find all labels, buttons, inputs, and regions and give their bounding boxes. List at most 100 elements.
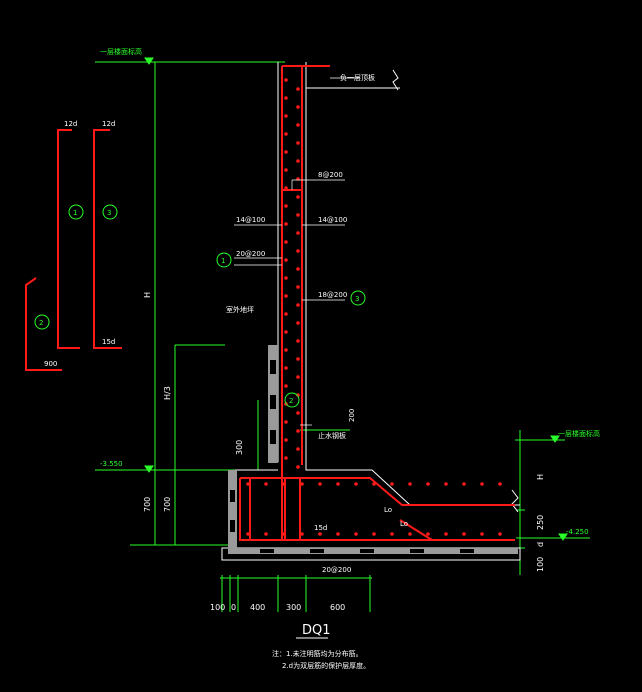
bar2-label: 20@200 bbox=[236, 250, 265, 258]
marker-2-left: 2 bbox=[39, 319, 43, 327]
rebar-dot bbox=[336, 532, 340, 536]
rebar-dot bbox=[284, 222, 288, 226]
rebar-dot bbox=[354, 532, 358, 536]
bar3-label: 14@100 bbox=[318, 216, 347, 224]
dim-700a: 700 bbox=[143, 497, 152, 512]
bar3b-label: 18@200 bbox=[318, 291, 347, 299]
rebar-dot bbox=[284, 132, 288, 136]
rebar-dot bbox=[284, 240, 288, 244]
rebar-dot bbox=[296, 87, 300, 91]
dim-b300: 300 bbox=[286, 603, 301, 612]
rebar-dot bbox=[284, 186, 288, 190]
dim-b400: 400 bbox=[250, 603, 265, 612]
rebar-dot bbox=[296, 357, 300, 361]
rebar-dot bbox=[284, 204, 288, 208]
bar-bottom-label: 20@200 bbox=[322, 566, 351, 574]
rebar-dot bbox=[498, 532, 502, 536]
rebar-dot bbox=[390, 482, 394, 486]
rebar-dot bbox=[284, 114, 288, 118]
rebar-dot bbox=[408, 482, 412, 486]
la2-label: Lo bbox=[400, 520, 408, 528]
rebar-dot bbox=[284, 150, 288, 154]
drawing-title: DQ1 bbox=[302, 623, 331, 638]
rebar-dot bbox=[282, 482, 286, 486]
rebar-dot bbox=[296, 285, 300, 289]
rebar-dot bbox=[336, 482, 340, 486]
rebar-dot bbox=[462, 532, 466, 536]
rebar-dot bbox=[284, 168, 288, 172]
rebar-dot bbox=[426, 482, 430, 486]
rebar-dot bbox=[284, 456, 288, 460]
dim-300: 300 bbox=[235, 440, 244, 455]
rebar-dot bbox=[296, 141, 300, 145]
rebar-dot bbox=[284, 258, 288, 262]
rebar-dot bbox=[296, 231, 300, 235]
waterproof-layer bbox=[228, 345, 518, 554]
rebar-dot bbox=[284, 312, 288, 316]
rebar-dot bbox=[318, 532, 322, 536]
bar1-label: 14@100 bbox=[236, 216, 265, 224]
rebar-dot bbox=[284, 348, 288, 352]
rebar-dot bbox=[284, 438, 288, 442]
rebar-dot bbox=[264, 482, 268, 486]
d15-label: 15d bbox=[102, 338, 115, 346]
note-line-1: 注：1.未注明筋均为分布筋。 bbox=[272, 649, 363, 658]
rebar-dot bbox=[296, 447, 300, 451]
rebar-dot bbox=[408, 532, 412, 536]
rebar-dot bbox=[296, 123, 300, 127]
rebar-dot bbox=[372, 532, 376, 536]
rebar-dot bbox=[284, 330, 288, 334]
marker-3-wall: 3 bbox=[355, 295, 359, 303]
rebar-dot bbox=[300, 482, 304, 486]
left-level-label: -3.550 bbox=[100, 460, 123, 468]
rebar-dot bbox=[284, 294, 288, 298]
rebar-dot bbox=[264, 532, 268, 536]
rebar-dot bbox=[426, 532, 430, 536]
note-line-2: 2.d为双层筋的保护层厚度。 bbox=[282, 661, 370, 670]
rebar-dot bbox=[296, 339, 300, 343]
rebar-dot bbox=[284, 366, 288, 370]
dim-b600: 600 bbox=[330, 603, 345, 612]
rebar-dot bbox=[296, 465, 300, 469]
rebar-dot bbox=[296, 249, 300, 253]
d15b-label: 15d bbox=[314, 524, 327, 532]
rebar-dot bbox=[284, 384, 288, 388]
dim-700b: 700 bbox=[163, 497, 172, 512]
rebar-dot bbox=[296, 195, 300, 199]
rebar-dot bbox=[284, 78, 288, 82]
right-level-label: 一层楼面标高 bbox=[558, 429, 600, 438]
rebar-dot bbox=[498, 482, 502, 486]
rebar-dot bbox=[390, 532, 394, 536]
rebar-dot bbox=[296, 267, 300, 271]
rebar-dot bbox=[354, 482, 358, 486]
rebar-dot bbox=[462, 482, 466, 486]
rebar-dot bbox=[284, 420, 288, 424]
dim-250: 250 bbox=[536, 515, 545, 530]
marker-1-wall: 1 bbox=[221, 257, 225, 265]
right-level2-label: -4.250 bbox=[566, 528, 589, 536]
rebar-dot bbox=[444, 482, 448, 486]
rebar-dot bbox=[296, 429, 300, 433]
la1-label: Lo bbox=[384, 506, 392, 514]
rebar-dot bbox=[296, 375, 300, 379]
h-label: H bbox=[143, 292, 152, 298]
dim-100r: 100 bbox=[536, 557, 545, 572]
rebar-dot bbox=[296, 213, 300, 217]
top-level-label: 一层楼面标高 bbox=[100, 47, 142, 56]
rebar-dot bbox=[372, 482, 376, 486]
rebar-dot bbox=[296, 321, 300, 325]
rebar-dot bbox=[300, 532, 304, 536]
rebar-dot bbox=[246, 532, 250, 536]
water-label: 止水钢板 bbox=[318, 431, 346, 440]
rebar-dot bbox=[318, 482, 322, 486]
soil-label: 室外地坪 bbox=[226, 305, 254, 314]
rebar-dot bbox=[296, 105, 300, 109]
marker-2-wall: 2 bbox=[289, 397, 293, 405]
d12a-label: 12d bbox=[64, 120, 77, 128]
dimension-lines bbox=[95, 58, 590, 612]
rebar-dot bbox=[296, 303, 300, 307]
rebar-dot bbox=[246, 482, 250, 486]
rebar-dot bbox=[284, 96, 288, 100]
